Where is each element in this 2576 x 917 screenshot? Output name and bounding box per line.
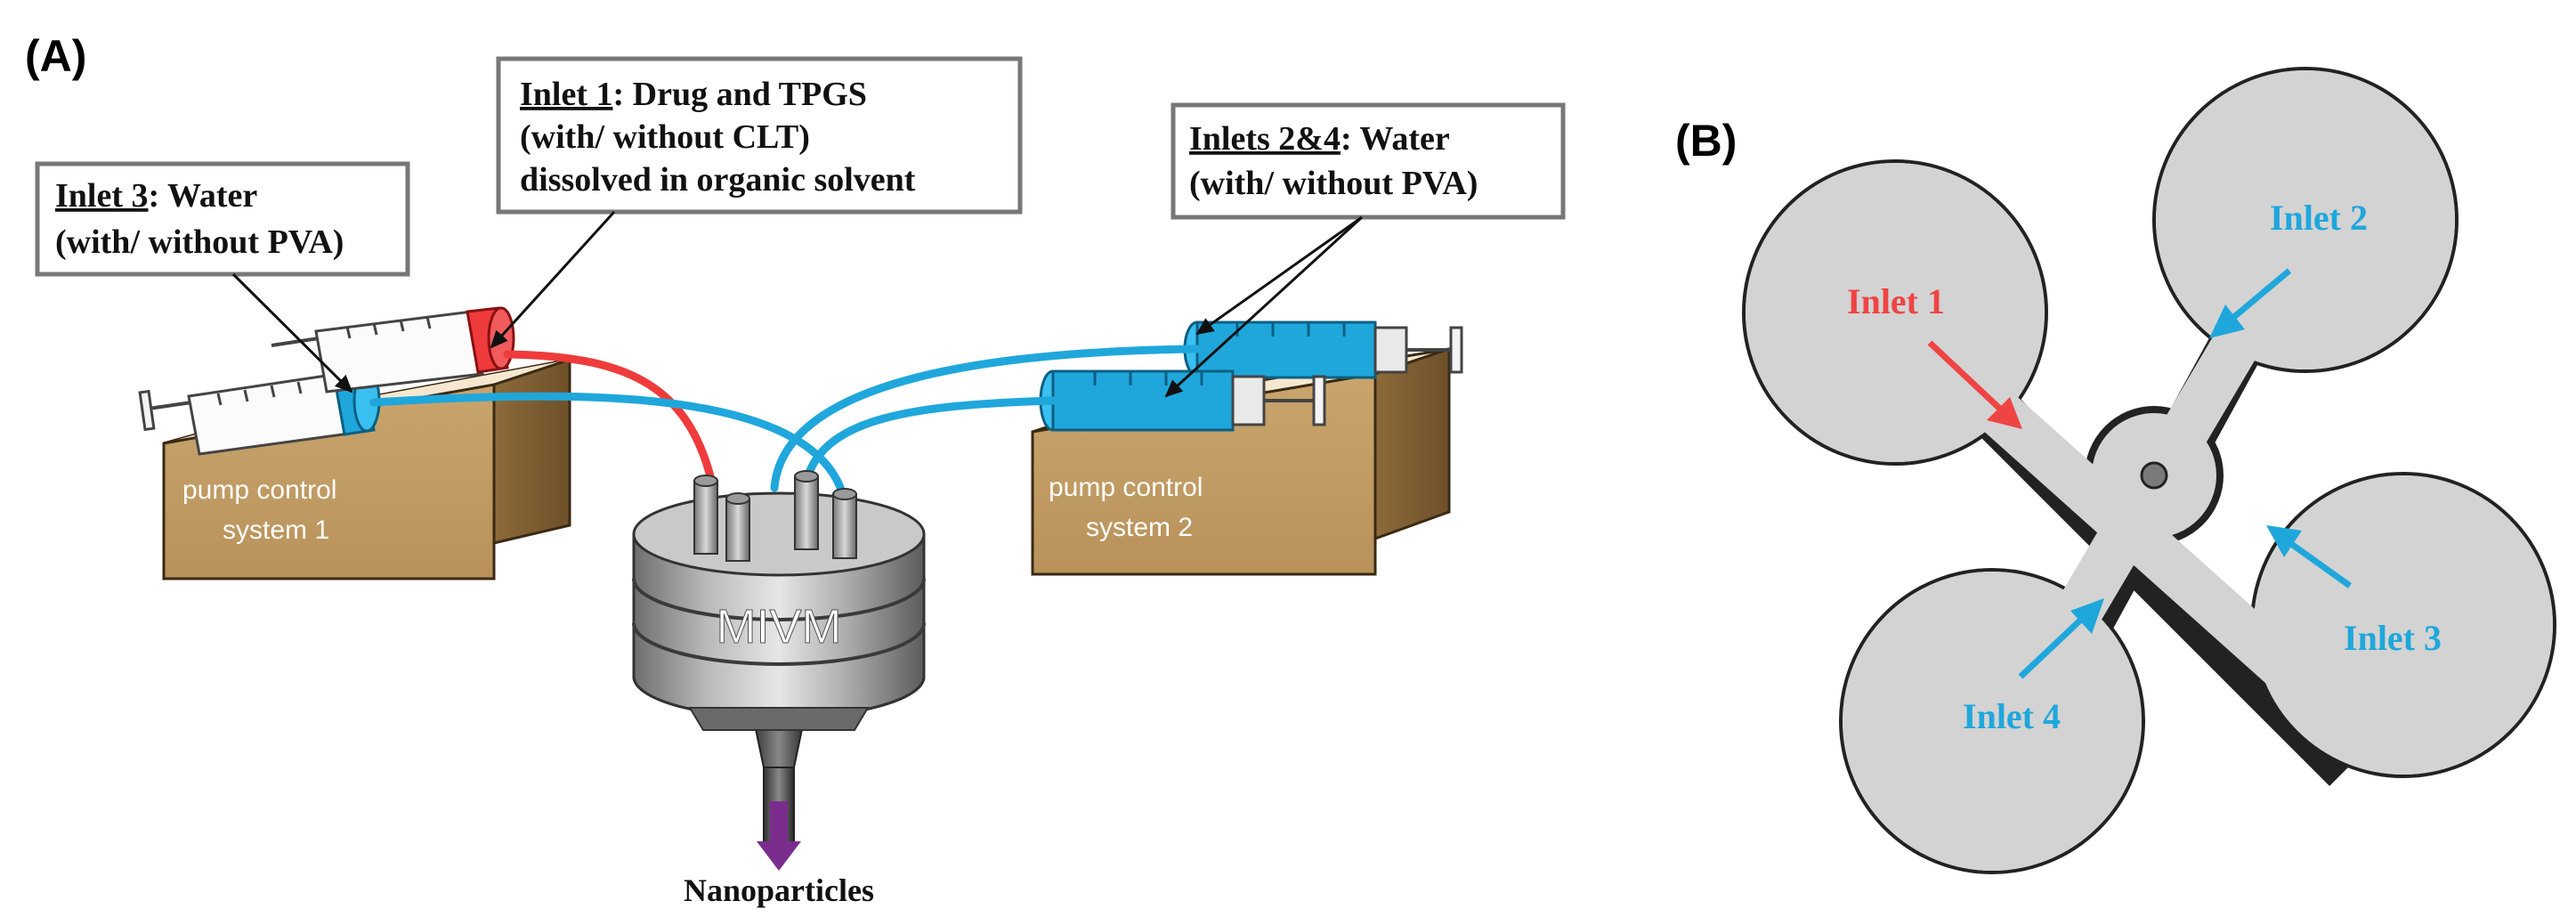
callout-inlet-3-title: Inlet 3 <box>55 177 149 215</box>
callout-inlets-2-4-title: Inlets 2&4 <box>1189 120 1341 158</box>
tube-inlet-4 <box>801 396 1057 490</box>
nanoparticles-label: Nanoparticles <box>684 872 874 908</box>
output-arrow <box>757 801 801 871</box>
tube-inlet-2 <box>770 345 1202 492</box>
inlet-3-label: Inlet 3 <box>2344 618 2442 658</box>
svg-text:Inlet 3: Water: Inlet 3: Water <box>55 177 257 215</box>
panel-b-label: (B) <box>1675 116 1737 166</box>
svg-text:Inlet 1: Drug and TPGS: Inlet 1: Drug and TPGS <box>520 76 867 113</box>
tube-inlet-1 <box>503 350 715 481</box>
inlet-2-label: Inlet 2 <box>2270 198 2368 238</box>
callout-inlet-1-title: Inlet 1 <box>520 76 613 113</box>
mixer-chamber-diagram <box>1742 67 2556 874</box>
inlet-4-label: Inlet 4 <box>1963 696 2061 736</box>
central-outlet <box>2140 461 2168 490</box>
panel-a-label: (A) <box>25 31 86 81</box>
tubing <box>369 345 1202 494</box>
callout-inlet-1: Inlet 1: Drug and TPGS (with/ without CL… <box>490 56 1023 349</box>
callout-inlet-3: Inlet 3: Water (with/ without PVA) <box>35 161 410 394</box>
callout-inlet-1-rest: : Drug and TPGS <box>613 76 867 113</box>
inlet-1-label: Inlet 1 <box>1847 281 1945 321</box>
inlet-3-indicator: Inlet 3 <box>2266 525 2442 658</box>
syringe-inlet-4 <box>1039 369 1326 432</box>
inlet-4-indicator: Inlet 4 <box>1963 598 2104 736</box>
pump-1-label-line1: pump control <box>182 475 336 505</box>
syringe-inlet-2 <box>1183 321 1463 379</box>
pump-1-label-line2: system 1 <box>223 515 329 545</box>
pump-2-label-line2: system 2 <box>1086 513 1193 542</box>
inlet-1-indicator: Inlet 1 <box>1847 281 2022 429</box>
callout-inlet-3-line2: (with/ without PVA) <box>55 223 344 261</box>
tube-inlet-3 <box>369 392 846 494</box>
svg-text:Inlets 2&4: Water: Inlets 2&4: Water <box>1189 120 1450 158</box>
inlet-2-indicator: Inlet 2 <box>2209 198 2368 338</box>
callout-inlet-1-line3: dissolved in organic solvent <box>520 161 916 199</box>
callout-inlets-2-4: Inlets 2&4: Water (with/ without PVA) <box>1164 102 1566 398</box>
mivm-label: MIVM <box>717 600 842 653</box>
mivm-mixer: MIVM <box>632 470 926 847</box>
pump-2-label-line1: pump control <box>1049 473 1203 502</box>
callout-inlets-2-4-line2: (with/ without PVA) <box>1189 165 1478 202</box>
callout-inlet-3-rest: : Water <box>149 177 258 215</box>
callout-inlets-2-4-rest: : Water <box>1341 120 1450 158</box>
callout-inlet-1-line2: (with/ without CLT) <box>520 118 810 156</box>
